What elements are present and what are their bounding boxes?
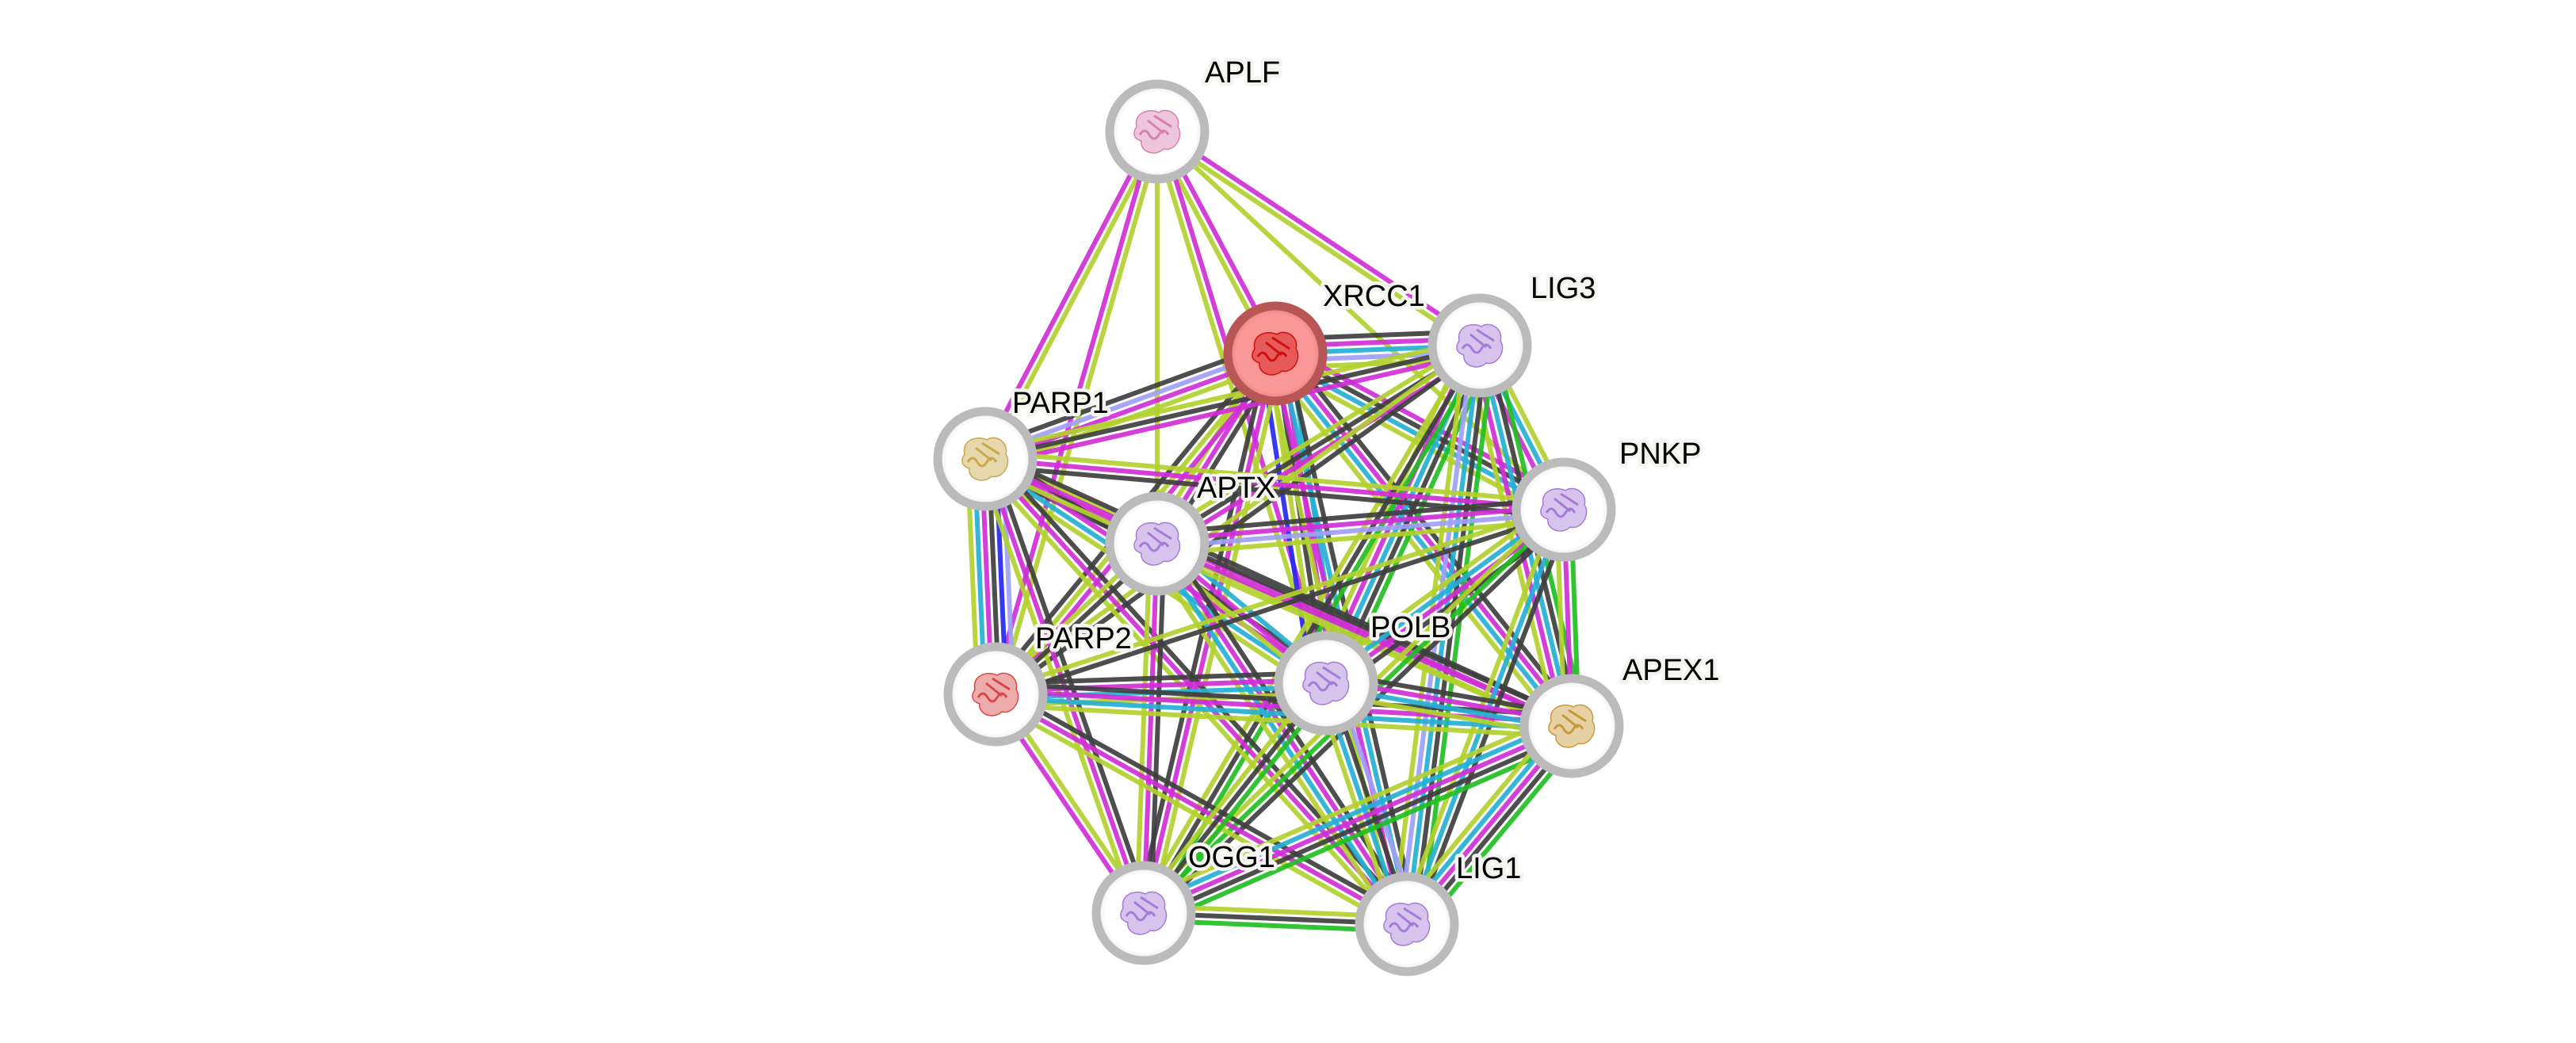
edge-line-coexpression <box>1145 730 1576 922</box>
node-aptx[interactable]: APTX <box>1105 468 1279 596</box>
edge-line-databases <box>1152 544 1406 928</box>
edge-line-textmining <box>995 702 1572 739</box>
node-label: XRCC1 <box>1323 280 1425 313</box>
edge-line-coexpression <box>1148 544 1167 914</box>
protein-structure-icon <box>1548 704 1596 748</box>
node-label: PARP1 <box>1012 387 1109 420</box>
edge-line-experiments <box>1141 543 1160 914</box>
edge-apex1-ogg1[interactable] <box>1137 710 1579 929</box>
edge-line-textmining <box>1153 132 1480 351</box>
edge-line-textmining <box>983 336 1479 455</box>
edge-line-textmining <box>1390 343 1469 923</box>
edge-pnkp-parp2[interactable] <box>993 503 1566 701</box>
edge-line-textmining <box>985 449 1565 506</box>
node-label: LIG1 <box>1456 852 1521 885</box>
node-lig3[interactable]: LIG3 <box>1428 269 1599 398</box>
node-label: POLB <box>1370 611 1450 644</box>
edge-line-databases <box>995 695 1572 732</box>
node-circle[interactable] <box>1274 631 1378 735</box>
node-circle[interactable] <box>1355 872 1459 976</box>
edge-line-textmining <box>986 132 1163 462</box>
node-circle[interactable] <box>1519 674 1624 778</box>
edge-lig3-parp1[interactable] <box>983 336 1482 468</box>
protein-structure-icon <box>1120 891 1168 935</box>
protein-structure-icon <box>1383 902 1431 946</box>
edge-line-textmining <box>1463 348 1561 730</box>
protein-structure-icon <box>1133 109 1181 154</box>
node-xrcc1[interactable]: XRCC1 <box>1223 277 1428 406</box>
node-parp1[interactable]: PARP1 <box>933 384 1112 511</box>
edge-line-textmining <box>1148 354 1285 915</box>
edge-lig3-parp2[interactable] <box>992 340 1484 700</box>
protein-structure-icon <box>1252 331 1299 376</box>
node-label: LIG3 <box>1531 272 1596 305</box>
edge-line-experiments <box>986 350 1482 468</box>
node-circle[interactable] <box>1105 491 1210 596</box>
node-apex1[interactable]: APEX1 <box>1519 651 1723 778</box>
node-circle[interactable] <box>1105 79 1210 184</box>
edge-line-coexpression <box>995 670 1326 686</box>
edge-line-textmining <box>1134 543 1153 913</box>
edge-line-databases <box>1140 717 1570 909</box>
edge-line-experiments <box>1276 350 1577 726</box>
node-aplf[interactable]: APLF <box>1105 53 1284 184</box>
protein-structure-icon <box>1540 487 1588 532</box>
edge-line-textmining <box>993 503 1564 693</box>
node-parp2[interactable]: PARP2 <box>943 619 1135 747</box>
edge-parp2-lig1[interactable] <box>991 686 1412 933</box>
node-circle[interactable] <box>933 407 1038 511</box>
edge-line-coexpression <box>1156 496 1564 536</box>
edge-line-homology <box>1157 510 1565 550</box>
edge-line-coexpression <box>980 341 1273 452</box>
edge-line-coexpression <box>989 456 1153 912</box>
edge-line-databases <box>1271 353 1571 730</box>
edge-line-coexpression <box>996 346 1484 700</box>
protein-structure-icon <box>1456 323 1504 368</box>
edge-aptx-ogg1[interactable] <box>1134 543 1167 914</box>
node-label: PNKP <box>1619 437 1701 471</box>
node-label: APLF <box>1205 56 1280 90</box>
edge-line-textmining <box>1152 337 1477 540</box>
node-circle[interactable] <box>1512 457 1616 562</box>
edge-line-textmining <box>992 340 1480 693</box>
edge-line-experiments <box>994 692 1408 926</box>
edge-line-experiments <box>1142 724 1573 915</box>
edges-layer <box>965 126 1588 935</box>
node-ogg1[interactable]: OGG1 <box>1091 838 1278 965</box>
protein-structure-icon <box>961 437 1009 481</box>
node-circle[interactable] <box>1091 861 1196 965</box>
node-circle[interactable] <box>943 642 1048 747</box>
edge-line-textmining <box>1265 358 1565 735</box>
edge-line-coexpression <box>997 686 1412 920</box>
protein-structure-icon <box>1133 522 1181 566</box>
edge-line-coexpression <box>984 343 1481 461</box>
edge-aplf-lig3[interactable] <box>1153 126 1484 351</box>
protein-structure-icon <box>1302 661 1350 705</box>
node-lig1[interactable]: LIG1 <box>1355 849 1525 976</box>
node-label: APTX <box>1197 472 1275 505</box>
node-circle[interactable] <box>1223 301 1328 406</box>
node-polb[interactable]: POLB <box>1274 608 1454 735</box>
node-pnkp[interactable]: PNKP <box>1512 434 1705 562</box>
node-label: PARP2 <box>1035 622 1132 655</box>
edge-line-experiments <box>1156 503 1564 543</box>
protein-structure-icon <box>972 672 1019 716</box>
edge-line-neighborhood <box>1148 736 1579 929</box>
edge-line-experiments <box>1157 126 1484 345</box>
node-label: APEX1 <box>1622 654 1720 687</box>
edge-line-textmining <box>1137 710 1567 903</box>
edge-line-coexpression <box>996 510 1566 701</box>
edge-line-experiments <box>984 457 1565 512</box>
node-label: OGG1 <box>1188 841 1275 874</box>
edge-aplf-parp1[interactable] <box>980 128 1163 462</box>
edge-line-experiments <box>989 129 1156 694</box>
edge-line-coexpression <box>1411 346 1489 926</box>
edge-line-experiments <box>980 128 1156 459</box>
node-circle[interactable] <box>1428 293 1532 398</box>
edge-line-textmining <box>991 698 1405 933</box>
